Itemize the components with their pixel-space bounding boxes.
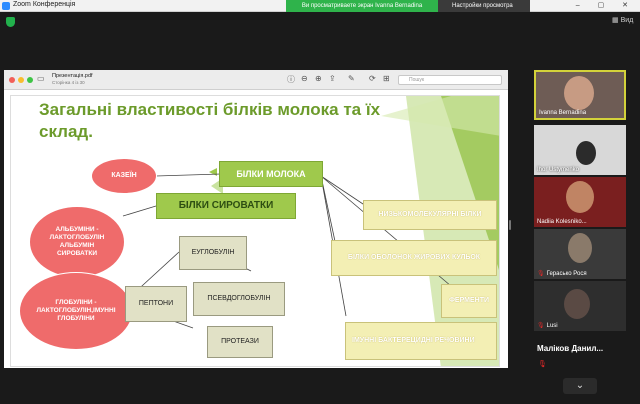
participant-name-tile[interactable]: Маліков Данил... <box>537 344 604 353</box>
participant-name: Nadiia Kolesnikо... <box>537 219 587 225</box>
slide-title: Загальні властивості білків молока та їх… <box>39 100 381 141</box>
low-molecular-proteins-box: НИЗЬКОМОЛЕКУЛЯРНІ БІЛКИ <box>363 200 497 230</box>
presentation-slide: Загальні властивості білків молока та їх… <box>10 95 500 367</box>
muted-mic-icon: 🎙 <box>538 361 547 368</box>
pdf-search-input[interactable]: Пошук <box>398 75 502 85</box>
share-icon[interactable]: ⇪ <box>329 74 336 83</box>
share-banner: Ви просматриваете экран Ivanna Bernadina <box>286 0 438 12</box>
immune-substances-box: ІМУННІ БАКТЕРЕЦИДНІ РЕЧОВИНИ <box>345 322 497 360</box>
window-title: Zoom Конференція <box>13 1 76 8</box>
pdf-page-indicator: Сторінка 4 із 30 <box>52 80 85 85</box>
participant-tile[interactable]: 🎙Герасько Рося <box>534 229 626 279</box>
window-titlebar: Zoom Конференція Ви просматриваете экран… <box>0 0 640 12</box>
grid-icon: ▦ <box>612 17 619 24</box>
participant-tile[interactable]: Nadiia Kolesnikо... <box>534 177 626 227</box>
pdf-toolbar: ▭ Презентація.pdf Сторінка 4 із 30 ⓘ ⊖ ⊕… <box>4 70 508 90</box>
peptones-box: ПЕПТОНИ <box>125 286 187 322</box>
zoom-in-icon[interactable]: ⊕ <box>315 74 322 83</box>
participant-video <box>564 76 594 110</box>
pdf-scrollbar[interactable] <box>509 220 511 230</box>
annotate-icon[interactable]: ⊞ <box>383 74 390 83</box>
view-options-button[interactable]: Настройки просмотра <box>438 0 530 12</box>
participant-tile[interactable]: Ivanna Bernadina <box>534 70 626 120</box>
participant-name: Ihor Ustymenko <box>537 167 580 173</box>
info-icon[interactable]: ⓘ <box>287 75 295 84</box>
albumins-ellipse: АЛЬБУМІНИ - ЛАКТОГЛОБУЛІН АЛЬБУМІН СИРОВ… <box>29 206 125 278</box>
muted-mic-icon: 🎙 <box>537 323 545 329</box>
whey-proteins-box: БІЛКИ СИРОВАТКИ <box>156 193 296 219</box>
arrow-shape <box>209 168 217 176</box>
rotate-icon[interactable]: ⟳ <box>369 74 376 83</box>
participant-tile[interactable]: 🎙Lusi <box>534 281 626 331</box>
minimize-dot-icon[interactable] <box>18 77 24 83</box>
markup-icon[interactable]: ✎ <box>348 74 355 83</box>
participant-video <box>568 233 592 263</box>
participant-tile[interactable]: Ihor Ustymenko <box>534 125 626 175</box>
pseudoglobulin-box: ПСЕВДОГЛОБУЛІН <box>193 282 285 316</box>
view-button[interactable]: ▦Вид <box>612 17 634 24</box>
zoom-dot-icon[interactable] <box>27 77 33 83</box>
casein-ellipse: КАЗЕЇН <box>91 158 157 194</box>
shield-icon[interactable] <box>6 17 15 27</box>
pdf-filename: Презентація.pdf <box>52 73 93 79</box>
euglobulin-box: ЕУГЛОБУЛІН <box>179 236 247 270</box>
zoom-out-icon[interactable]: ⊖ <box>301 74 308 83</box>
zoom-logo-icon <box>2 2 10 10</box>
participant-name: 🎙Lusi <box>537 323 558 329</box>
window-controls[interactable]: – ▢ ✕ <box>575 2 636 9</box>
participant-video <box>564 289 590 319</box>
participant-name: Ivanna Bernadina <box>539 110 587 116</box>
participant-video <box>566 181 594 213</box>
milk-proteins-box: БІЛКИ МОЛОКА <box>219 161 323 187</box>
fat-globule-proteins-box: БІЛКИ ОБОЛОНОК ЖИРОВИХ КУЛЬОК <box>331 240 497 276</box>
participant-video <box>576 141 596 165</box>
chevron-down-icon[interactable]: ⌄ <box>563 378 597 394</box>
enzymes-box: ФЕРМЕНТИ <box>441 284 497 318</box>
participant-name: 🎙Герасько Рося <box>537 271 587 277</box>
muted-mic-icon: 🎙 <box>537 271 545 277</box>
sidebar-icon[interactable]: ▭ <box>37 74 45 83</box>
proteases-box: ПРОТЕАЗИ <box>207 326 273 358</box>
green-light-shape <box>381 96 499 136</box>
close-dot-icon[interactable] <box>9 77 15 83</box>
globulins-ellipse: ГЛОБУЛІНИ - ЛАКТОГЛОБУЛІН,ІМУННІ ГЛОБУЛІ… <box>19 272 133 350</box>
